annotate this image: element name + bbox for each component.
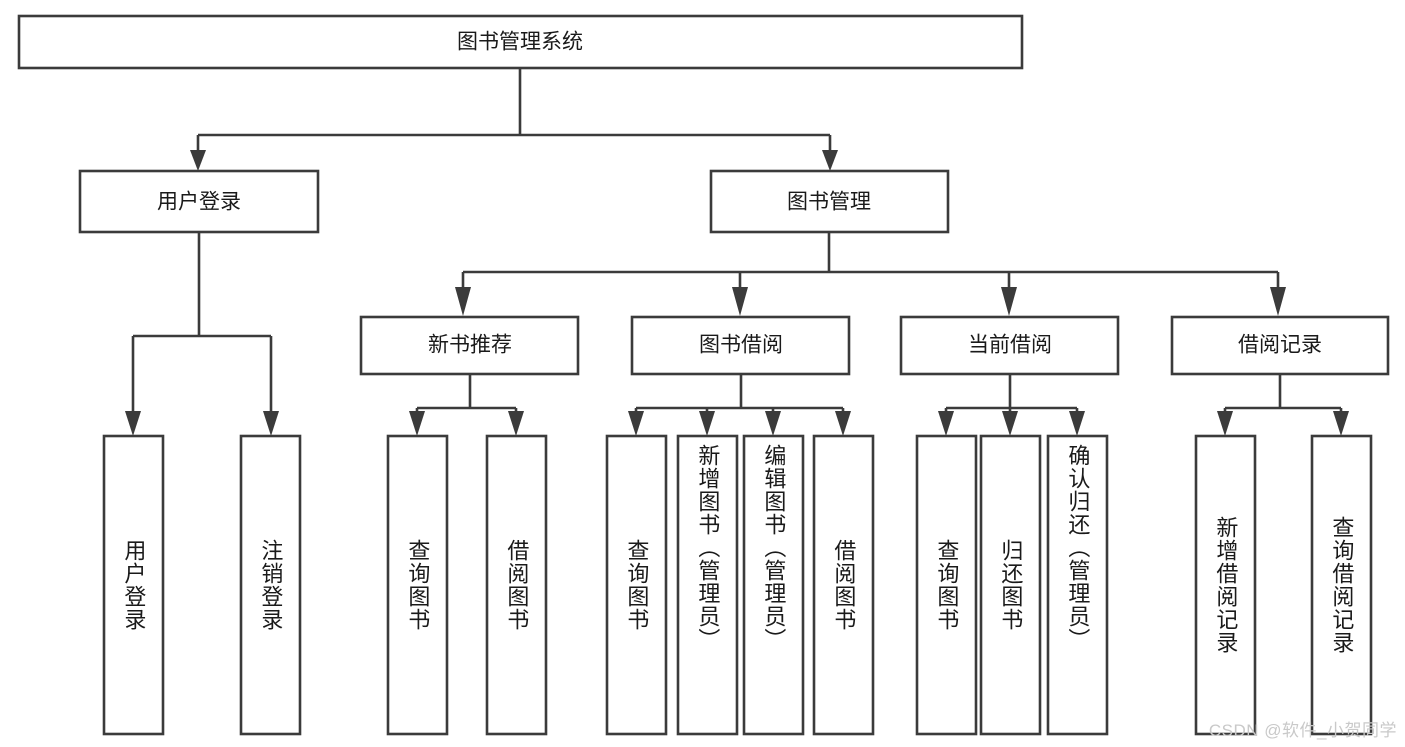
leaf-confirm-return-box[interactable] (1046, 434, 1109, 736)
leaf-borrow-book-2-box[interactable] (812, 434, 875, 736)
node-book-borrow-label: 图书借阅 (699, 334, 783, 357)
arrow-to-leaf-borrow-book-2 (835, 411, 851, 436)
leaf-query-book-2-box[interactable] (605, 434, 668, 736)
node-borrow-record-label: 借阅记录 (1238, 334, 1322, 357)
node-root-box[interactable] (17, 14, 1024, 70)
leaf-user-login-box[interactable] (102, 434, 165, 736)
leaf-edit-book-box[interactable] (742, 434, 805, 736)
node-book-borrow-box[interactable] (630, 315, 851, 376)
node-current-borrow-label: 当前借阅 (968, 334, 1052, 357)
arrow-to-book-borrow (732, 287, 748, 316)
leaf-return-book-box[interactable] (979, 434, 1042, 736)
leaf-query-book-1-box[interactable] (386, 434, 449, 736)
leaf-borrow-book-1-box[interactable] (485, 434, 548, 736)
arrow-to-book-manage (822, 150, 838, 171)
arrow-to-leaf-user-login (125, 411, 141, 436)
arrow-to-new-book (455, 287, 471, 316)
arrow-to-leaf-add-record (1217, 411, 1233, 436)
arrow-to-leaf-query-book-1 (409, 411, 425, 436)
arrow-to-leaf-query-book-3 (938, 411, 954, 436)
leaf-query-book-3-box[interactable] (915, 434, 978, 736)
node-user-login-label: 用户登录 (157, 191, 241, 214)
arrow-to-leaf-confirm-return (1069, 411, 1085, 436)
arrow-to-borrow-record (1270, 287, 1286, 316)
watermark-text: CSDN @软件_小贺同学 (1208, 721, 1397, 740)
arrow-to-leaf-query-book-2 (628, 411, 644, 436)
arrow-to-leaf-return-book (1002, 411, 1018, 436)
node-borrow-record-box[interactable] (1170, 315, 1390, 376)
arrow-to-leaf-borrow-book-1 (508, 411, 524, 436)
leaf-logout-box[interactable] (239, 434, 302, 736)
arrow-to-leaf-add-book (699, 411, 715, 436)
node-root-label: 图书管理系统 (457, 31, 583, 54)
node-new-book-box[interactable] (359, 315, 580, 376)
node-book-manage-label: 图书管理 (787, 191, 871, 214)
leaf-add-record-box[interactable] (1194, 434, 1257, 736)
arrow-to-user-login (190, 150, 206, 171)
arrow-to-current-borrow (1001, 287, 1017, 316)
arrow-to-leaf-query-record (1333, 411, 1349, 436)
leaf-add-book-box[interactable] (676, 434, 739, 736)
node-new-book-label: 新书推荐 (428, 334, 512, 357)
arrow-to-leaf-logout (263, 411, 279, 436)
node-current-borrow-box[interactable] (899, 315, 1120, 376)
leaf-query-record-box[interactable] (1310, 434, 1373, 736)
node-book-manage-box[interactable] (709, 169, 950, 234)
arrow-to-leaf-edit-book (765, 411, 781, 436)
